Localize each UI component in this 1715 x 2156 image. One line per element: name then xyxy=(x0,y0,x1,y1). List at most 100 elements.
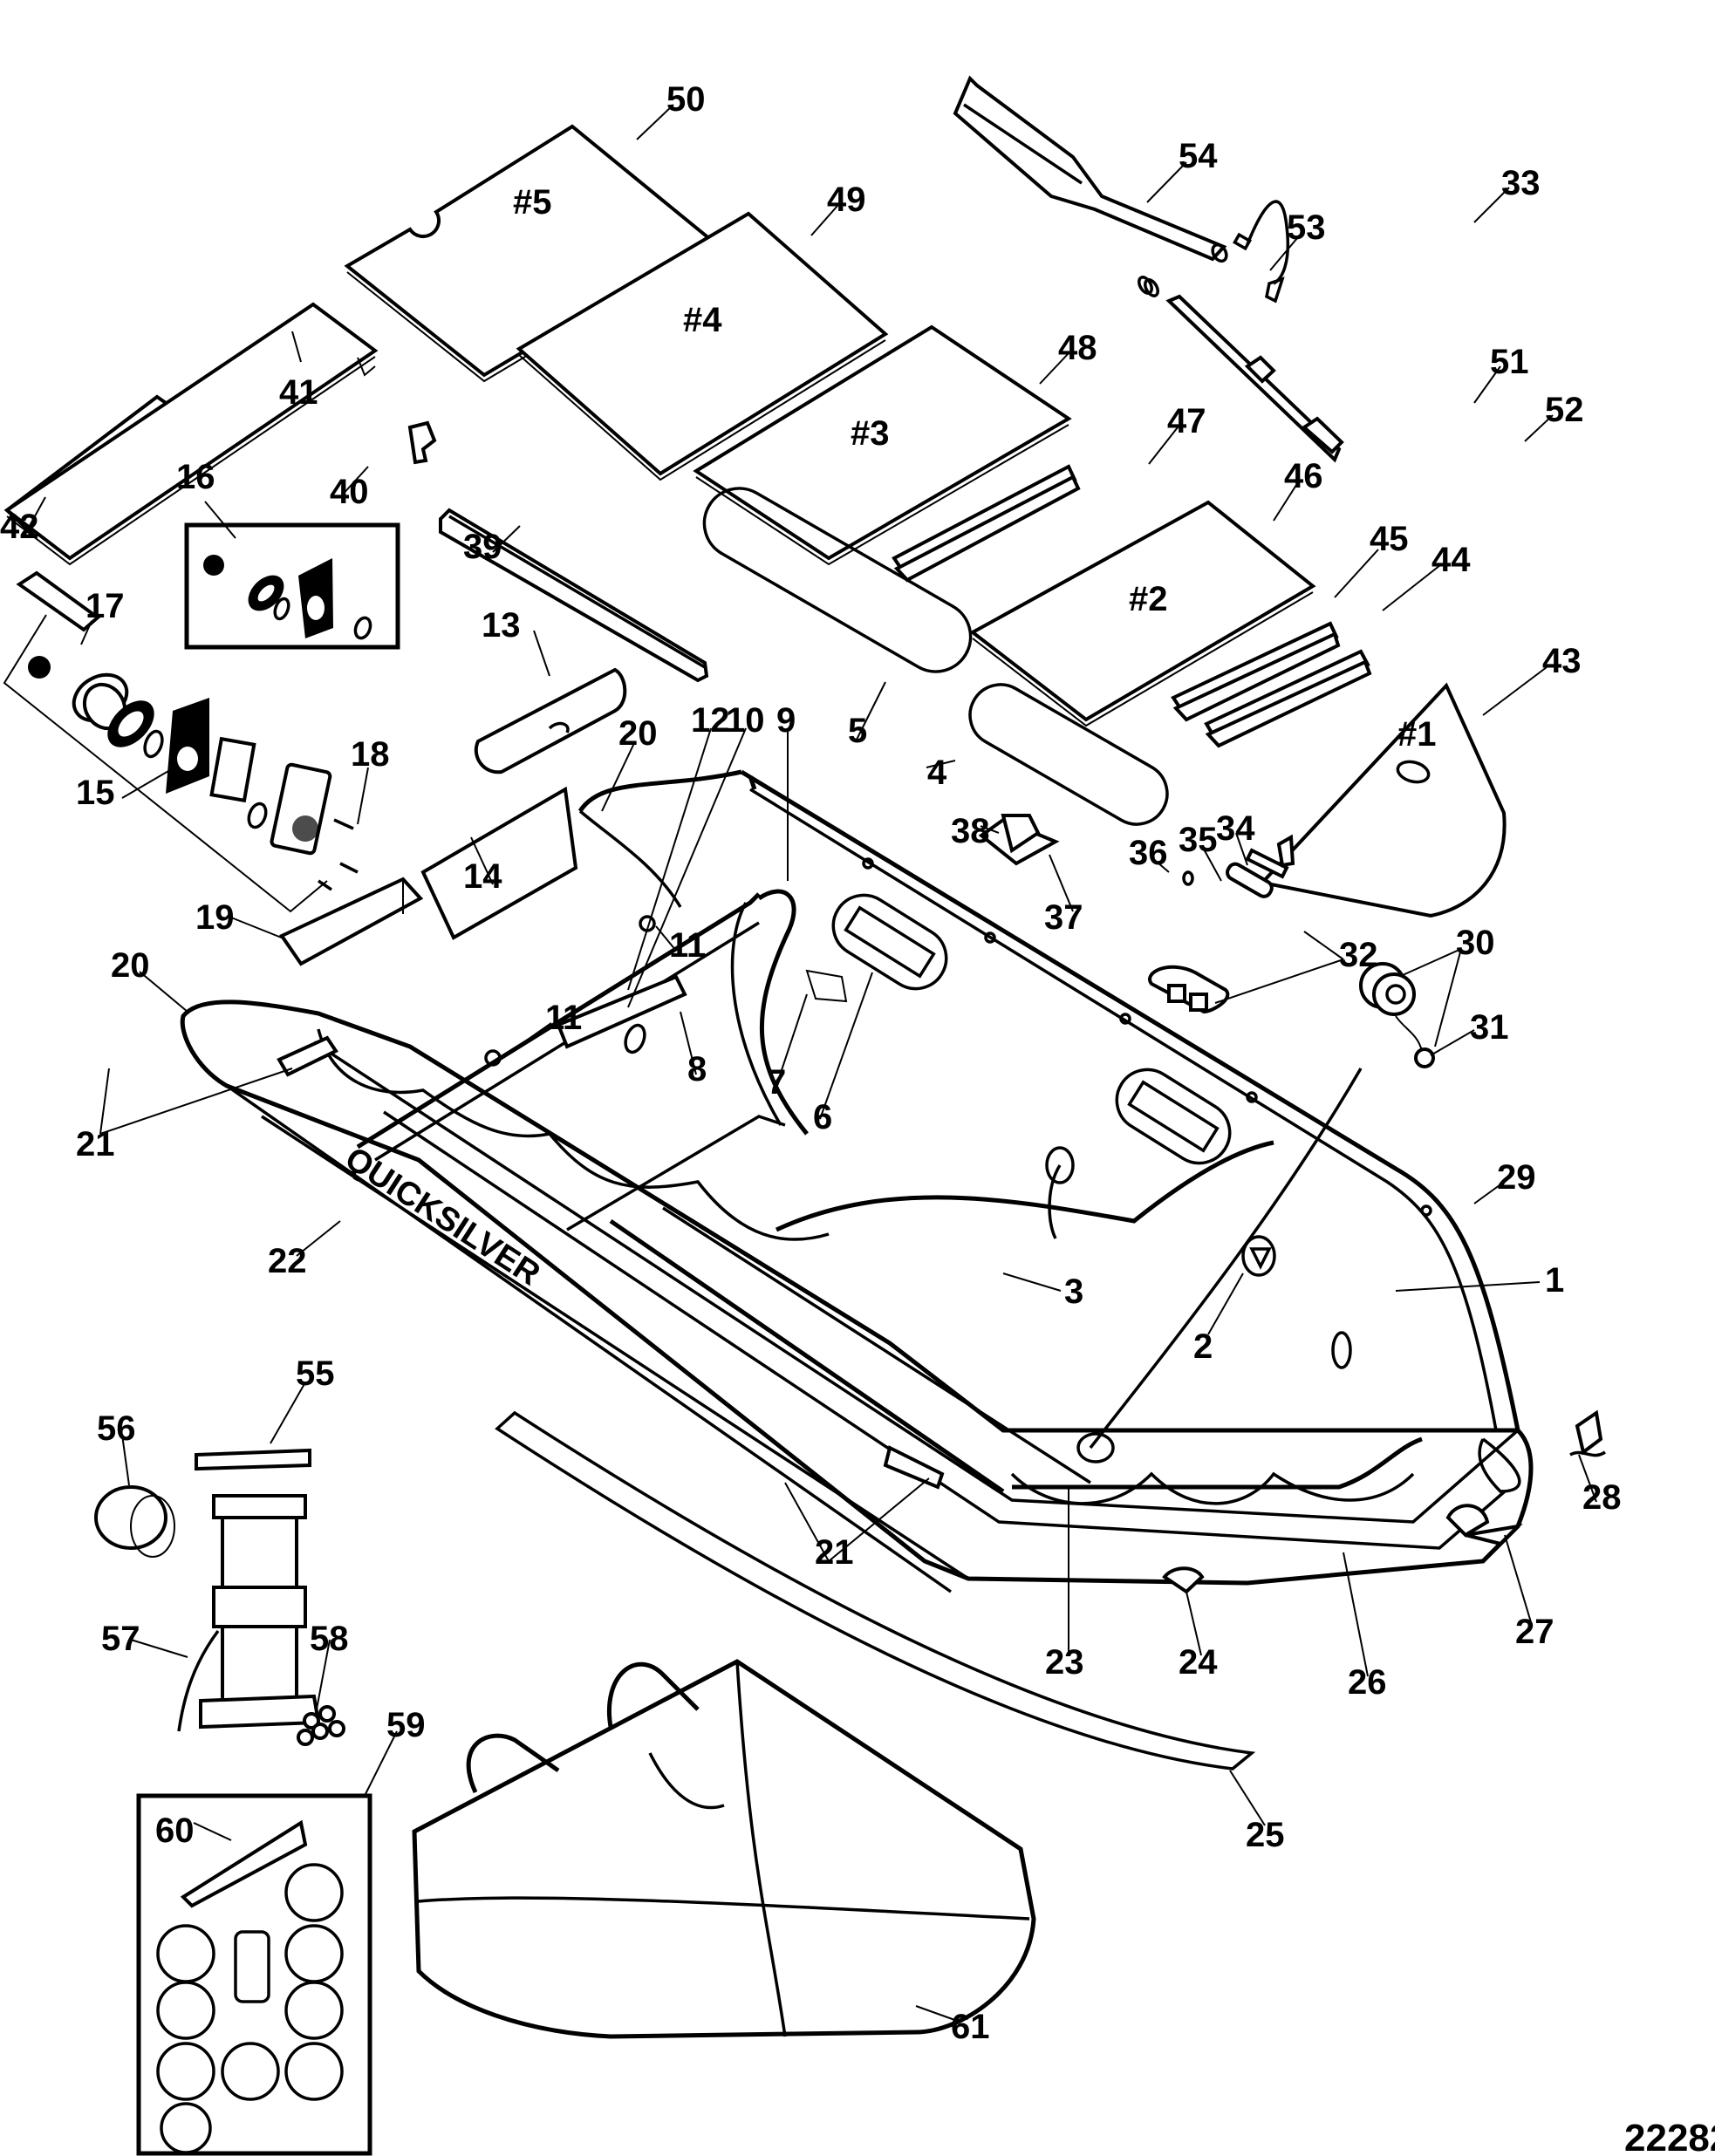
panel-label-3: #3 xyxy=(851,414,890,453)
callout-11b: 11 xyxy=(545,999,582,1037)
callout-52: 52 xyxy=(1545,391,1584,429)
valve-assembly xyxy=(3,614,359,913)
oar-blade xyxy=(953,75,1228,263)
callout-9: 9 xyxy=(776,701,796,740)
callout-20b: 20 xyxy=(111,946,150,985)
callout-13: 13 xyxy=(482,606,521,645)
floor-panel-3: #3 xyxy=(693,324,1072,566)
transom-board-14 xyxy=(420,786,578,940)
stringer-44 xyxy=(1204,649,1372,748)
callout-22: 22 xyxy=(268,1242,307,1280)
stringer-47 xyxy=(892,464,1081,583)
callout-21a: 21 xyxy=(76,1125,115,1163)
callout-38: 38 xyxy=(951,812,990,850)
valve-parts-34-35-36 xyxy=(1182,834,1295,898)
callout-5: 5 xyxy=(848,712,867,750)
floor-panel-2: #2 xyxy=(969,500,1316,727)
handle-patch-13 xyxy=(474,667,627,774)
callout-23: 23 xyxy=(1045,1643,1084,1682)
panel-label-2: #2 xyxy=(1129,580,1168,618)
keel-strip xyxy=(495,1410,1256,1771)
callout-14: 14 xyxy=(463,857,502,896)
callout-45: 45 xyxy=(1370,520,1409,558)
callout-41: 41 xyxy=(279,373,318,412)
floor-panel-4: #4 xyxy=(516,211,889,481)
valve-adapters xyxy=(297,1705,345,1746)
oarlock-base-32 xyxy=(1148,965,1230,1014)
callout-12: 12 xyxy=(691,701,730,740)
callout-labels: 1 2 3 4 5 6 7 8 9 10 11 11 12 13 14 15 1… xyxy=(0,80,1622,2046)
callout-60: 60 xyxy=(155,1811,195,1850)
callout-34: 34 xyxy=(1216,809,1255,848)
stringer-45 xyxy=(1171,621,1341,722)
callout-3: 3 xyxy=(1064,1272,1083,1311)
callout-58: 58 xyxy=(310,1620,349,1658)
callout-10: 10 xyxy=(726,701,765,740)
callout-56: 56 xyxy=(97,1409,136,1448)
pressure-gauge xyxy=(94,1485,175,1558)
panel-label-4: #4 xyxy=(683,301,722,339)
callout-21b: 21 xyxy=(815,1533,854,1572)
valve-30-31 xyxy=(1359,962,1435,1068)
callout-61: 61 xyxy=(951,2008,990,2046)
callout-32: 32 xyxy=(1339,936,1378,974)
callout-39: 39 xyxy=(463,528,502,566)
oarlock-38-37 xyxy=(978,814,1060,866)
callout-48: 48 xyxy=(1058,329,1097,367)
roller-5 xyxy=(702,487,973,673)
roller-4 xyxy=(968,683,1169,826)
callout-26: 26 xyxy=(1348,1663,1387,1702)
callout-4: 4 xyxy=(927,754,947,792)
callout-15: 15 xyxy=(76,774,115,812)
callout-43: 43 xyxy=(1542,642,1582,680)
valve-guard xyxy=(279,877,424,966)
valve-kit-box xyxy=(184,522,400,650)
callout-53: 53 xyxy=(1287,208,1326,247)
callout-49: 49 xyxy=(827,181,866,219)
callout-29: 29 xyxy=(1497,1158,1536,1197)
callout-25: 25 xyxy=(1246,1816,1285,1854)
callout-19: 19 xyxy=(195,898,235,937)
callout-28: 28 xyxy=(1582,1478,1622,1517)
callout-8: 8 xyxy=(687,1050,707,1088)
callout-7: 7 xyxy=(767,1063,786,1102)
callout-18: 18 xyxy=(351,735,390,774)
callout-40: 40 xyxy=(330,473,369,511)
callout-50: 50 xyxy=(666,80,706,119)
callout-16: 16 xyxy=(176,458,215,496)
panel-label-5: #5 xyxy=(513,183,552,222)
storage-bag xyxy=(412,1659,1036,2039)
keel-rail xyxy=(439,508,709,683)
oar-clip xyxy=(407,420,437,465)
callout-42: 42 xyxy=(0,508,39,546)
callout-47: 47 xyxy=(1167,402,1206,440)
callout-59: 59 xyxy=(386,1706,426,1744)
callout-44: 44 xyxy=(1431,541,1471,579)
leader-lines xyxy=(25,104,1597,2023)
callout-24: 24 xyxy=(1179,1643,1218,1682)
repair-kit-box xyxy=(136,1793,372,2156)
seat-bench xyxy=(3,302,379,566)
seat-bracket xyxy=(16,570,101,632)
callout-46: 46 xyxy=(1284,457,1323,495)
floor-panel-5: #5 xyxy=(344,124,714,383)
callout-11a: 11 xyxy=(669,926,706,965)
callout-54: 54 xyxy=(1179,137,1218,175)
callout-57: 57 xyxy=(101,1620,140,1658)
floor-panel-1: #1 xyxy=(1259,682,1507,918)
callout-6: 6 xyxy=(813,1098,832,1136)
callout-55: 55 xyxy=(296,1354,335,1393)
safety-line xyxy=(1233,200,1290,304)
oar-shaft xyxy=(1165,294,1344,463)
callout-1: 1 xyxy=(1545,1261,1564,1300)
hand-pump xyxy=(177,1448,321,1732)
figure-number: 22282 xyxy=(1624,2117,1715,2156)
callout-37: 37 xyxy=(1044,898,1083,937)
callout-36: 36 xyxy=(1129,834,1168,872)
callout-33: 33 xyxy=(1501,164,1541,202)
callout-27: 27 xyxy=(1515,1613,1554,1651)
panel-label-1: #1 xyxy=(1397,715,1437,754)
callout-30: 30 xyxy=(1456,924,1495,962)
spring-clip xyxy=(1138,276,1159,297)
